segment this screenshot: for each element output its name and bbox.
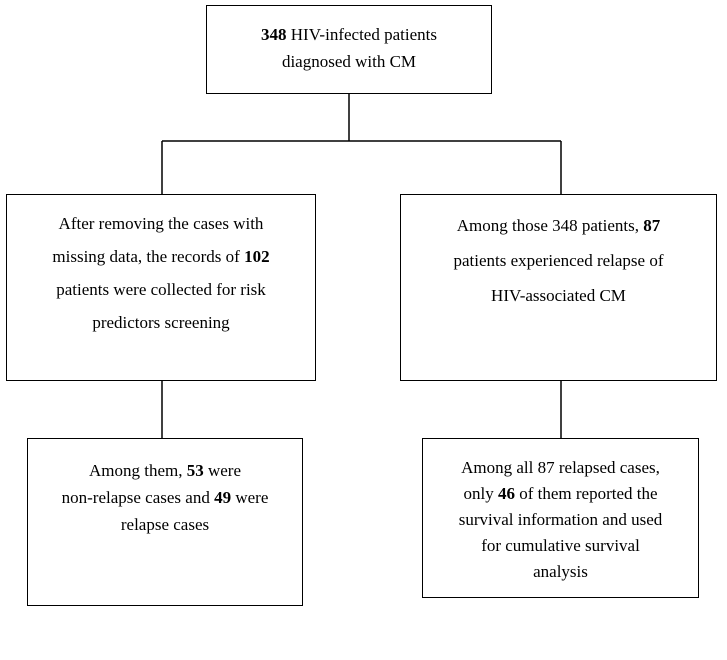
right-middle-box-text: Among those 348 patients, 87 patients ex… [407,208,710,313]
right-middle-line-2: patients experienced relapse of [453,251,664,270]
right-bottom-line-2-prefix: only [463,484,498,503]
left-bottom-line-2-prefix: non-relapse cases and [61,488,215,507]
left-middle-line-1: After removing the cases with [58,214,264,233]
relapse-cases-count: 49 [214,488,232,507]
right-bottom-box-text: Among all 87 relapsed cases, only 46 of … [429,455,692,585]
left-bottom-box-case-split: Among them, 53 were non-relapse cases an… [27,438,303,606]
non-relapse-count: 53 [186,461,204,480]
top-box-total-patients: 348 HIV-infected patients diagnosed with… [206,5,492,94]
left-middle-line-4: predictors screening [92,313,230,332]
left-bottom-line-3: relapse cases [120,515,210,534]
right-middle-box-relapse: Among those 348 patients, 87 patients ex… [400,194,717,381]
left-middle-box-text: After removing the cases with missing da… [13,207,309,339]
left-bottom-box-text: Among them, 53 were non-relapse cases an… [34,457,296,538]
relapse-patients-count: 87 [643,216,661,235]
right-bottom-line-2: only 46 of them reported the [429,481,692,507]
left-bottom-line-1: Among them, 53 were [34,457,296,484]
left-bottom-line-2: non-relapse cases and 49 were [34,484,296,511]
right-bottom-line-2-suffix: of them reported the [514,484,658,503]
left-middle-box-screening: After removing the cases with missing da… [6,194,316,381]
left-bottom-line-1-prefix: Among them, [88,461,187,480]
left-bottom-line-2-suffix: were [231,488,269,507]
right-bottom-box-survival: Among all 87 relapsed cases, only 46 of … [422,438,699,598]
right-bottom-line-4: for cumulative survival [481,536,640,555]
right-middle-line-1: Among those 348 patients, 87 [407,208,710,243]
right-middle-line-1-text: Among those 348 patients, [456,216,644,235]
right-bottom-line-1: Among all 87 relapsed cases, [461,458,660,477]
survival-reported-count: 46 [497,484,515,503]
left-middle-line-2-text: missing data, the records of [52,247,245,266]
left-bottom-line-1-suffix: were [203,461,242,480]
right-middle-line-3: HIV-associated CM [491,286,626,305]
right-bottom-line-3: survival information and used [458,510,663,529]
screened-records-count: 102 [244,247,270,266]
right-bottom-line-5: analysis [533,562,588,581]
top-box-text: 348 HIV-infected patients diagnosed with… [213,21,485,75]
top-box-line-1-text: HIV-infected patients [286,25,437,44]
top-box-line-2: diagnosed with CM [281,52,417,71]
total-patients-count: 348 [261,25,287,44]
left-middle-line-2: missing data, the records of 102 [13,240,309,273]
top-box-line-1: 348 HIV-infected patients [213,21,485,48]
left-middle-line-3: patients were collected for risk [56,280,266,299]
